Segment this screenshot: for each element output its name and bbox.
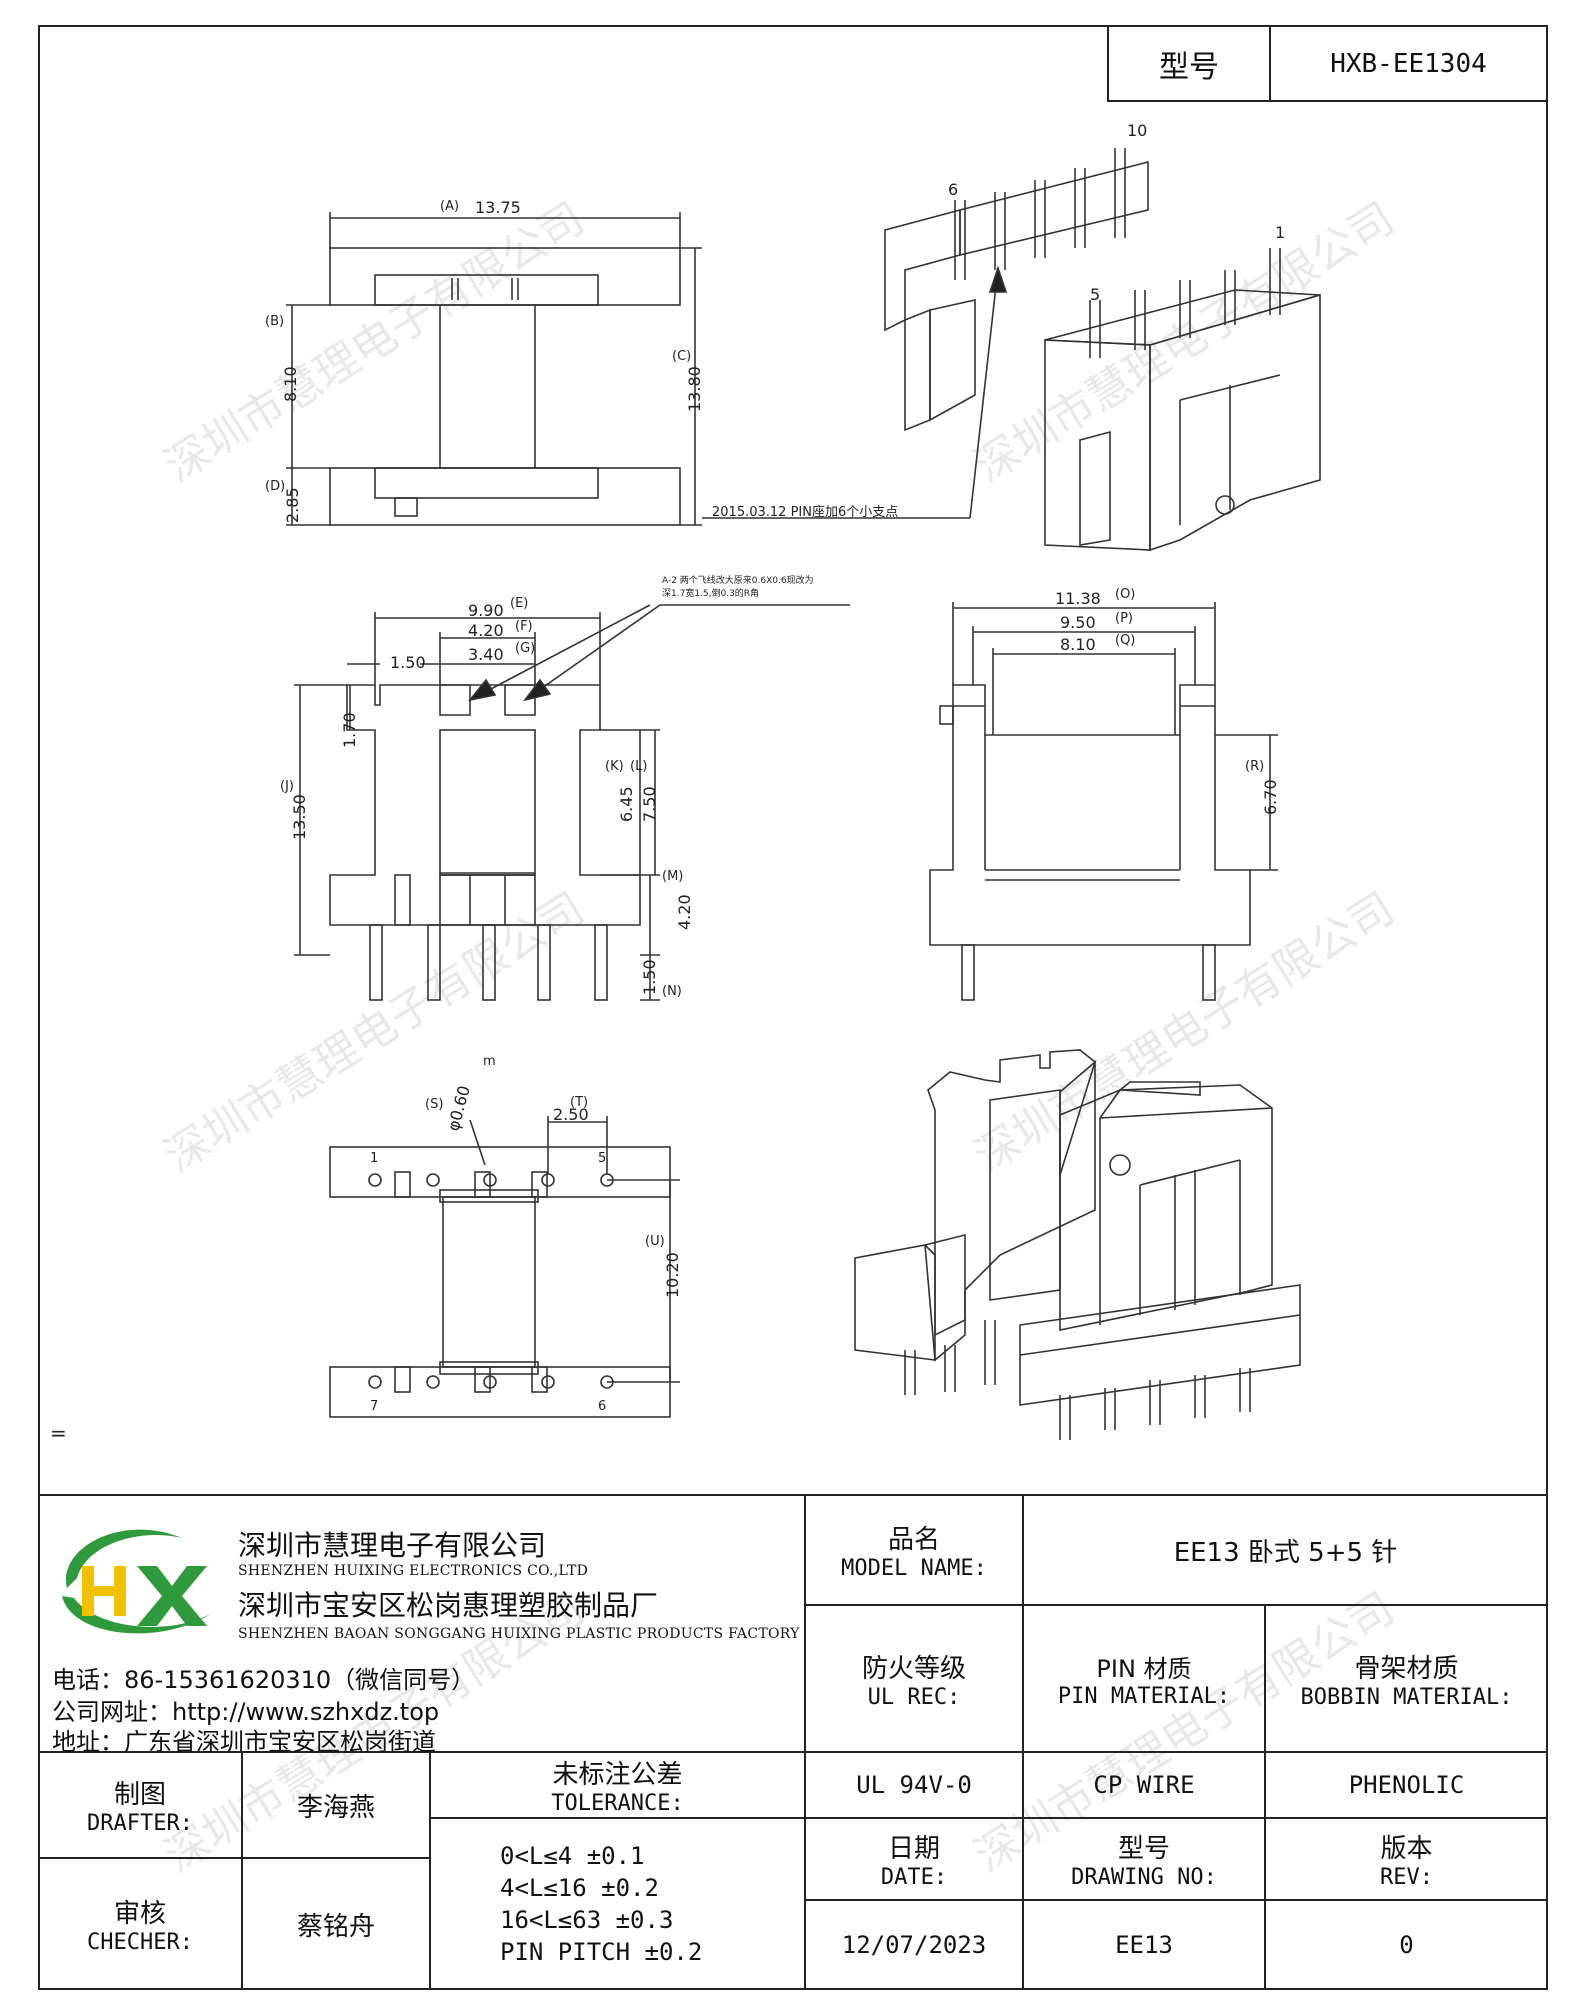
dim-o-tag: (O) [1115, 587, 1135, 602]
dim-t-tag: (T) [570, 1095, 588, 1110]
tolerance-line: PIN PITCH ±0.2 [500, 1938, 703, 1966]
dim-t-value: 2.50 [553, 1105, 589, 1124]
note-a2-line2: 深1.7宽1.5,倒0.3的R角 [662, 587, 759, 599]
note-pin-change: 2015.03.12 PIN座加6个小支点 [712, 505, 898, 520]
pin-number-1: 1 [1275, 223, 1285, 242]
pin-label-1: 1 [370, 1151, 378, 1166]
dim-c-value: 13.80 [685, 366, 704, 412]
pin-material-value: CP WIRE [1093, 1771, 1195, 1799]
factory-name-en: SHENZHEN BAOAN SONGGANG HUIXING PLASTIC … [238, 1626, 800, 1642]
drafter-name: 李海燕 [296, 1792, 375, 1823]
dim-q-tag: (Q) [1115, 633, 1135, 648]
isometric-view-top [884, 148, 1321, 552]
company-name-en: SHENZHEN HUIXING ELECTRONICS CO.,LTD [238, 1563, 589, 1579]
side-view-drawing [929, 602, 1278, 1001]
drawing-mark: m [483, 1054, 496, 1069]
dim-d-value: 2.85 [283, 487, 302, 523]
dim-a-tag: (A) [440, 199, 459, 214]
dim-k-value: 6.45 [617, 786, 636, 822]
dim-u-tag: (U) [645, 1234, 665, 1249]
dim-e-value: 9.90 [468, 601, 504, 620]
tolerance-line: 16<L≤63 ±0.3 [500, 1906, 674, 1934]
tolerance-label: 未标注公差 TOLERANCE: [551, 1760, 684, 1816]
dim-g-tag: (G) [515, 641, 535, 656]
pin-material-label: PIN 材质 PIN MATERIAL: [1057, 1654, 1231, 1709]
bobbin-material-label: 骨架材质 BOBBIN MATERIAL: [1300, 1653, 1513, 1710]
pin-number-5: 5 [1090, 285, 1100, 304]
dim-n-value: 1.50 [640, 959, 659, 995]
header-model-label: 型号 [1109, 27, 1271, 100]
tolerance-line: 4<L≤16 ±0.2 [500, 1874, 659, 1902]
dim-c-tag: (C) [672, 349, 691, 364]
dim-r-value: 6.70 [1261, 779, 1280, 815]
checker-label: 审核 CHECHER: [87, 1899, 193, 1955]
pin-number-6: 6 [948, 180, 958, 199]
dim-d-tag: (D) [265, 479, 285, 494]
note-a2-line1: A-2 两个飞线改大原来0.6X0.6现改为 [662, 574, 814, 586]
pin-label-7: 7 [370, 1399, 378, 1414]
dim-n-tag: (N) [662, 984, 682, 999]
company-address: 地址：广东省深圳市宝安区松岗街道 [52, 1728, 436, 1756]
header-model-value: HXB-EE1304 [1330, 48, 1487, 79]
factory-name-cn: 深圳市宝安区松岗惠理塑胶制品厂 [238, 1589, 659, 1622]
date-label: 日期 DATE: [880, 1834, 948, 1890]
model-name-value: EE13 卧式 5+5 针 [1173, 1537, 1398, 1568]
dim-i-value: 1.70 [340, 712, 359, 748]
company-logo [62, 1529, 212, 1634]
date-value: 12/07/2023 [841, 1931, 987, 1959]
dim-s-value: φ0.60 [444, 1084, 474, 1134]
stray-mark: = [50, 1421, 67, 1445]
company-phone: 电话：86-15361620310（微信同号） [52, 1666, 476, 1694]
fire-rating-value: UL 94V-0 [856, 1771, 972, 1799]
drawing-no-label: 型号 DRAWING NO: [1071, 1834, 1217, 1890]
dim-u-value: 10.20 [663, 1252, 682, 1298]
dim-h-value: 1.50 [390, 653, 426, 672]
fire-rating-label: 防火等级 UL REC: [861, 1653, 966, 1710]
company-website: 公司网址：http://www.szhxdz.top [52, 1698, 440, 1726]
drawing-no-value: EE13 [1115, 1931, 1173, 1959]
dim-m-value: 4.20 [675, 894, 694, 930]
dim-f-tag: (F) [515, 619, 533, 634]
dim-l-tag: (L) [630, 759, 647, 774]
top-view-drawing [286, 212, 999, 526]
pin-label-6: 6 [598, 1399, 606, 1414]
dim-s-tag: (S) [425, 1097, 443, 1112]
model-name-label: 品名 MODEL NAME: [841, 1525, 987, 1581]
front-view-drawing [294, 604, 850, 1001]
company-name-cn: 深圳市慧理电子有限公司 [238, 1529, 547, 1562]
dim-q-value: 8.10 [1060, 635, 1096, 654]
dim-l-value: 7.50 [640, 786, 659, 822]
pin-label-5: 5 [598, 1151, 606, 1166]
dim-a-value: 13.75 [475, 198, 521, 217]
bottom-view-drawing [329, 1116, 680, 1418]
isometric-view-bottom [854, 1049, 1301, 1440]
dim-o-value: 11.38 [1055, 589, 1101, 608]
tolerance-values: 0<L≤4 ±0.1 4<L≤16 ±0.2 16<L≤63 ±0.3 PIN … [430, 1818, 805, 1990]
revision-label: 版本 REV: [1380, 1834, 1433, 1890]
drawing-frame [38, 25, 1548, 1990]
dim-g-value: 3.40 [468, 645, 504, 664]
dim-e-tag: (E) [510, 596, 528, 611]
dim-p-tag: (P) [1115, 611, 1133, 626]
tolerance-line: 0<L≤4 ±0.1 [500, 1842, 645, 1870]
dim-f-value: 4.20 [468, 621, 504, 640]
dim-b-tag: (B) [265, 314, 284, 329]
revision-value: 0 [1399, 1931, 1414, 1959]
dim-b-value: 8.10 [281, 366, 300, 402]
dim-m-tag: (M) [662, 869, 683, 884]
dim-j-value: 13.50 [290, 794, 309, 840]
dim-p-value: 9.50 [1060, 613, 1096, 632]
dim-kl-tag: (K) [605, 759, 624, 774]
company-info: 深圳市慧理电子有限公司 SHENZHEN HUIXING ELECTRONICS… [52, 1500, 802, 1756]
dim-r-tag: (R) [1245, 759, 1264, 774]
header-model-box: 型号 HXB-EE1304 [1107, 25, 1548, 102]
title-block-grid [38, 1494, 1548, 1990]
drafter-label: 制图 DRAFTER: [87, 1780, 193, 1836]
bobbin-material-value: PHENOLIC [1348, 1771, 1465, 1799]
pin-number-10: 10 [1127, 121, 1147, 140]
checker-name: 蔡铭舟 [296, 1911, 375, 1942]
dim-j-tag: (J) [280, 779, 294, 794]
